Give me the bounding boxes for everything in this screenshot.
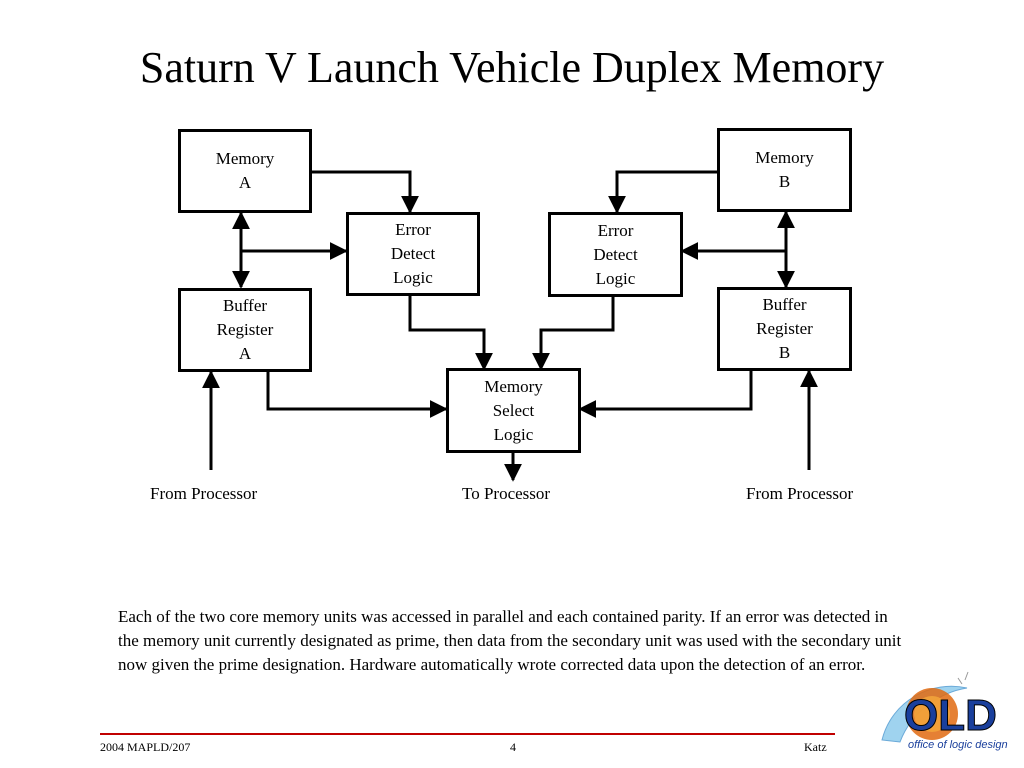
- block-line: Detect: [390, 244, 436, 263]
- block-line: Select: [492, 400, 535, 420]
- footer-rule: [100, 733, 835, 735]
- block-line: Memory: [484, 376, 543, 396]
- error-detect-logic-b-block: Error Detect Logic: [548, 212, 683, 297]
- block-line: Buffer: [762, 295, 807, 314]
- description-paragraph: Each of the two core memory units was ac…: [118, 607, 902, 674]
- connector-buffer-a-to-select: [266, 370, 448, 418]
- connector-error-detect-b-to-select: [532, 296, 615, 371]
- logo-swoosh: [881, 671, 969, 743]
- memory-b-block: Memory B: [717, 128, 852, 212]
- error-detect-logic-a-block: Error Detect Logic: [346, 212, 480, 296]
- connector-memory-b-to-error-detect-b: [608, 170, 718, 214]
- block-line: A: [238, 173, 252, 192]
- logo-caption: office of logic design: [908, 739, 1008, 751]
- buffer-register-b-block: Buffer Register B: [717, 287, 852, 371]
- block-line: Memory: [215, 149, 275, 168]
- block-line: Register: [756, 319, 813, 338]
- block-line: Logic: [493, 424, 534, 444]
- connector-buffer-b-to-select: [578, 369, 753, 418]
- block-line: Error: [597, 220, 634, 240]
- connector-error-detect-a-to-select: [408, 295, 493, 371]
- footer-right-text: Katz: [804, 740, 827, 754]
- block-line: B: [778, 172, 791, 191]
- from-processor-left-label: From Processor: [150, 484, 258, 503]
- memory-a-block: Memory A: [178, 129, 312, 213]
- connector-memory-a-to-error-detect-a: [310, 170, 419, 214]
- footer-left-text: 2004 MAPLD/207: [100, 740, 191, 754]
- office-of-logic-design-logo: OLD office of logic design: [881, 671, 1008, 751]
- block-line: Error: [395, 220, 431, 239]
- buffer-register-a-block: Buffer Register A: [178, 288, 312, 372]
- block-line: Buffer: [222, 296, 268, 315]
- block-line: Memory: [755, 148, 814, 167]
- block-line: Logic: [595, 268, 636, 288]
- footer-page-number: 4: [510, 740, 516, 754]
- from-processor-right-label: From Processor: [746, 484, 854, 503]
- block-line: Logic: [393, 268, 433, 287]
- logo-text: OLD: [904, 691, 997, 740]
- block-line: A: [238, 344, 252, 363]
- memory-select-logic-block: Memory Select Logic: [446, 368, 581, 453]
- block-line: B: [778, 343, 791, 362]
- to-processor-label: To Processor: [462, 484, 551, 503]
- slide-title: Saturn V Launch Vehicle Duplex Memory: [139, 43, 885, 92]
- block-line: Register: [216, 320, 274, 339]
- block-line: Detect: [593, 244, 638, 264]
